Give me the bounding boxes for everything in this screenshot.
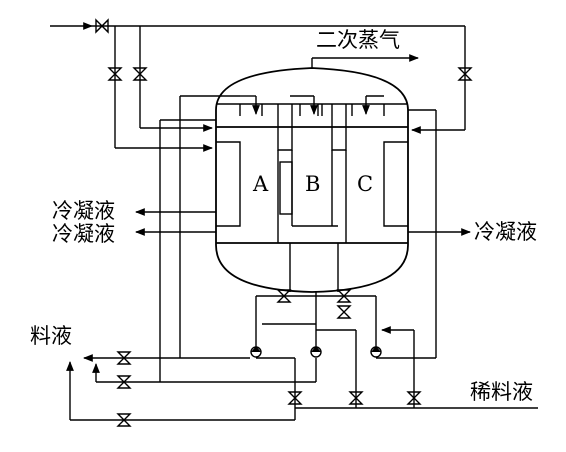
chamber-feed-arrows xyxy=(239,95,385,116)
valve-product-2[interactable] xyxy=(116,375,132,389)
valve-feed-a[interactable] xyxy=(287,391,303,405)
heating-element-a xyxy=(216,141,241,227)
valve-transfer-bc-1[interactable] xyxy=(336,289,352,303)
valve-product-3[interactable] xyxy=(116,413,132,427)
valve-transfer-ab[interactable] xyxy=(276,289,292,303)
pump-a[interactable] xyxy=(250,346,262,358)
pump-c[interactable] xyxy=(370,346,382,358)
chamber-a-label: A xyxy=(253,172,269,196)
valve-feed-c[interactable] xyxy=(406,391,422,405)
secondary-steam-outlet xyxy=(311,54,419,68)
condensate-label-1: 冷凝液 xyxy=(52,199,115,223)
chamber-b-label: B xyxy=(305,172,321,196)
valve-product-1[interactable] xyxy=(116,351,132,365)
valve-transfer-bc-2[interactable] xyxy=(336,305,352,319)
valve-steam-c[interactable] xyxy=(457,67,473,81)
condensate-outlets xyxy=(135,208,471,236)
valve-steam-main[interactable] xyxy=(95,18,109,34)
heating-element-c xyxy=(383,141,408,227)
condensate-label-2: 冷凝液 xyxy=(52,222,115,246)
feed-liquid-label: 料液 xyxy=(30,324,72,348)
steam-supply-piping xyxy=(50,22,466,152)
chamber-c-label: C xyxy=(357,172,374,196)
condensate-label-3: 冷凝液 xyxy=(474,220,537,244)
valve-steam-a1[interactable] xyxy=(107,67,123,81)
valve-steam-a2[interactable] xyxy=(132,67,148,81)
recirculation-piping xyxy=(66,95,538,421)
secondary-steam-label: 二次蒸气 xyxy=(316,28,400,52)
vessel-shell xyxy=(215,67,409,293)
heating-element-b xyxy=(279,161,293,215)
pump-b[interactable] xyxy=(310,346,322,358)
dilute-feed-label: 稀料液 xyxy=(470,380,533,404)
valve-feed-b[interactable] xyxy=(348,391,364,405)
chamber-dividers xyxy=(277,104,347,292)
